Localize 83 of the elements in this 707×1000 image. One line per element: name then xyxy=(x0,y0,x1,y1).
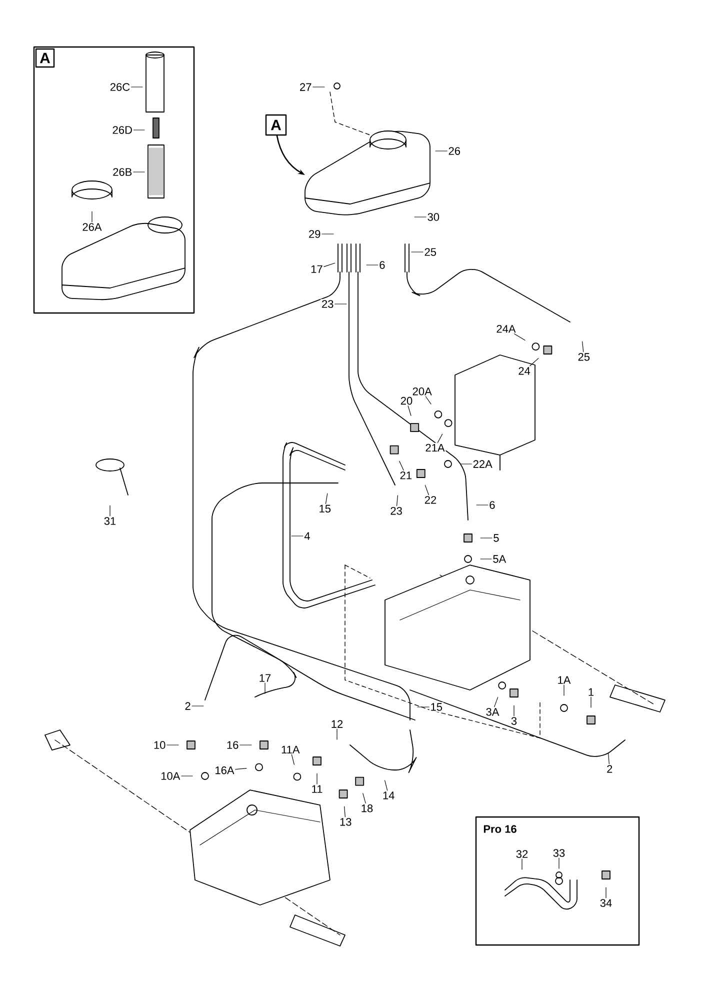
leader-line xyxy=(424,485,429,496)
leader-line xyxy=(514,334,526,340)
leader-line xyxy=(325,493,328,504)
leader-line xyxy=(344,806,346,818)
callout-number: 3 xyxy=(510,716,518,726)
leader-line xyxy=(558,858,560,869)
view-label: A xyxy=(265,114,287,136)
leader-line xyxy=(530,358,539,366)
callout-number: 1A xyxy=(556,675,572,685)
callout-number: 32 xyxy=(514,849,530,859)
leader-line xyxy=(316,773,318,784)
leader-line xyxy=(417,706,430,708)
leader-line xyxy=(240,744,252,746)
callout-number: 5 xyxy=(492,533,500,543)
callout-number: 31 xyxy=(102,516,118,526)
callout-number: 22A xyxy=(472,459,494,469)
leader-line xyxy=(312,86,325,88)
leader-line xyxy=(480,558,492,560)
leader-line xyxy=(435,150,448,152)
callout-number: 27 xyxy=(298,82,313,92)
callout-number: 6 xyxy=(378,260,386,270)
callout-number: 17 xyxy=(310,264,324,274)
callout-number: 18 xyxy=(360,803,374,814)
callout-number: 24A xyxy=(495,324,517,334)
callout-number: 10A xyxy=(160,771,182,781)
callout-number: 13 xyxy=(338,817,353,827)
callout-number: 29 xyxy=(307,229,322,239)
callout-number: 10 xyxy=(152,740,167,750)
leader-line xyxy=(324,262,335,267)
callout-number: 6 xyxy=(488,500,496,510)
callout-number: 15 xyxy=(429,702,444,712)
callout-number: 23 xyxy=(320,299,335,309)
callout-number: 4 xyxy=(303,531,312,541)
leader-line xyxy=(362,793,366,804)
callout-number: 2 xyxy=(184,701,192,711)
callout-number: 3A xyxy=(484,707,500,717)
callout-number: 11A xyxy=(280,744,301,754)
callout-number: 34 xyxy=(598,898,614,908)
callout-number: 16A xyxy=(214,765,236,776)
callout-number: 17 xyxy=(258,673,272,683)
leader-line xyxy=(336,728,338,740)
leader-line xyxy=(396,495,398,506)
callout-number: 12 xyxy=(330,719,344,729)
leader-line xyxy=(264,682,266,694)
leader-line xyxy=(590,696,592,708)
callout-number: 20 xyxy=(399,396,414,406)
callout-number: 30 xyxy=(426,212,441,222)
leader-line xyxy=(235,768,247,770)
callout-number: 33 xyxy=(552,848,566,858)
callout-number: 11 xyxy=(310,784,324,794)
callout-number: 16 xyxy=(225,740,240,750)
callout-number: 22 xyxy=(423,495,438,505)
callout-number: 26A xyxy=(81,222,103,232)
leader-line xyxy=(608,753,610,764)
callout-number: 26D xyxy=(111,125,134,135)
leader-line xyxy=(476,504,488,506)
leader-line xyxy=(408,406,412,416)
callout-number: 24 xyxy=(517,366,532,376)
leader-line xyxy=(291,754,294,765)
leader-line xyxy=(414,216,426,218)
leader-line xyxy=(384,780,388,791)
callout-number: 23 xyxy=(389,506,404,516)
callout-number: 2 xyxy=(606,764,614,774)
leader-line xyxy=(425,396,432,404)
callout-number: 25 xyxy=(423,247,438,257)
callout-number: 21 xyxy=(398,470,414,480)
leader-line xyxy=(399,460,404,471)
leader-line xyxy=(437,434,443,443)
callout-number: 25 xyxy=(576,352,592,362)
callout-number: 26 xyxy=(447,146,462,156)
callout-number: 5A xyxy=(492,554,508,564)
callout-number: 21A xyxy=(424,442,446,453)
callout-number: 26C xyxy=(108,82,132,92)
callout-number: 14 xyxy=(381,790,396,800)
leader-line xyxy=(494,697,498,708)
callout-number: 26B xyxy=(112,167,134,177)
leader-line xyxy=(582,341,584,352)
leader-line xyxy=(366,264,378,266)
callout-number: 1 xyxy=(586,687,596,697)
leader-line xyxy=(130,86,143,88)
callout-number: 15 xyxy=(318,504,332,514)
callout-number: 20A xyxy=(411,386,433,396)
leader-line xyxy=(166,744,179,746)
